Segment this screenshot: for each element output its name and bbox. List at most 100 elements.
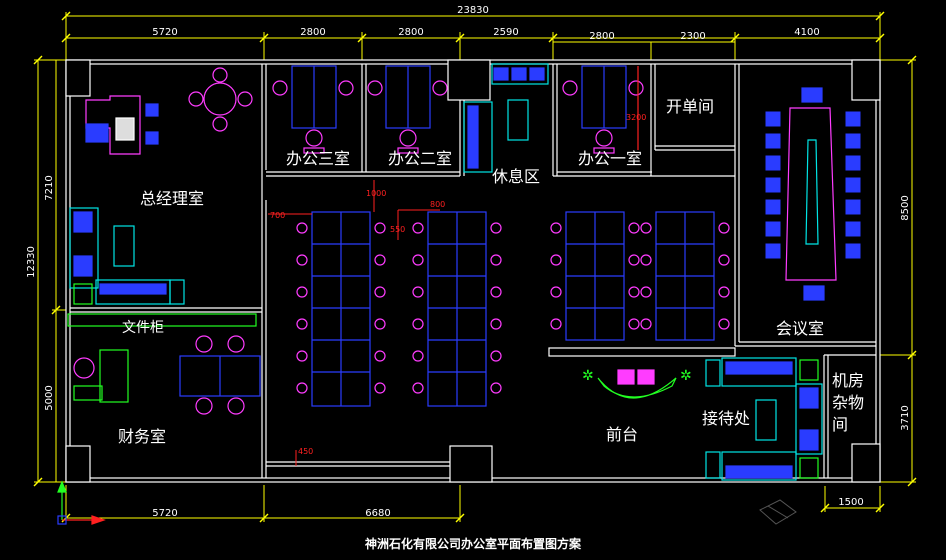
chair-icon [412,350,424,362]
label-office2: 办公二室 [388,149,452,168]
meeting-chair-icon [765,111,781,127]
dim-right-lower: 3710 [900,405,911,430]
meeting-chair-icon [765,199,781,215]
drawing-title: 神洲石化有限公司办公室平面布置图方案 [365,536,582,551]
label-file-cabinet: 文件柜 [122,320,164,336]
meeting-chair-icon [765,221,781,237]
chair-icon [412,286,424,298]
chair-icon [490,254,502,266]
dim-800: 800 [430,200,445,209]
front-desk-furniture: ✲ ✲ [582,368,692,399]
chair-icon [296,350,308,362]
chair-icon [296,318,308,330]
north-arrow-watermark [759,499,797,525]
meeting-chair-icon [765,133,781,149]
dim-left-total: 12330 [26,246,37,278]
dim-top-total: 23830 [457,5,489,16]
chair-icon [628,286,640,298]
chair-icon [718,286,730,298]
label-gm-office: 总经理室 [140,189,204,208]
chair-icon [296,382,308,394]
chair-icon [640,222,652,234]
workstation-chairs [296,222,730,394]
meeting-chair-icon [845,243,861,259]
dim-450: 450 [298,447,313,456]
dimension-lines [34,12,916,522]
dim-bottom-mid: 6680 [365,508,390,519]
red-dimension-labels: 3200 1000 700 800 550 450 [270,113,646,456]
label-finance: 财务室 [118,427,166,446]
chair-icon [374,222,386,234]
office3-furniture [272,65,354,154]
red-dimension-marks [268,180,440,466]
dim-top-seg-6: 2300 [680,31,705,42]
chair-icon [550,286,562,298]
dim-1000: 1000 [366,189,386,198]
dim-top-seg-5: 2800 [589,31,614,42]
structural-columns [65,59,881,483]
office1-furniture [562,65,644,154]
chair-icon [412,222,424,234]
label-machine-room: 机房 杂物 间 [832,371,869,434]
meeting-chair-icon [845,221,861,237]
dim-left-lower: 5000 [44,385,55,410]
chair-icon [374,350,386,362]
reception-furniture [705,357,823,481]
label-reception: 接待处 [702,409,750,428]
chair-icon [412,382,424,394]
meeting-chair-icon [845,111,861,127]
chair-icon [412,254,424,266]
dim-top-seg-3: 2800 [398,27,423,38]
dim-top-seg-2: 2800 [300,27,325,38]
chair-icon [640,286,652,298]
open-office-workstations [311,211,715,407]
chair-icon [490,286,502,298]
meeting-chair-icon [845,199,861,215]
ucs-axis-icon [57,480,106,525]
dim-700: 700 [270,211,285,220]
dim-3200: 3200 [626,113,646,122]
chair-icon [628,222,640,234]
dim-left-upper: 7210 [44,175,55,200]
chair-icon [296,254,308,266]
label-front-desk: 前台 [606,425,638,444]
chair-icon [490,382,502,394]
chair-icon [628,318,640,330]
svg-text:✲: ✲ [680,368,692,384]
meeting-chair-icon [765,177,781,193]
chair-icon [296,222,308,234]
dim-bottom-right: 1500 [838,497,863,508]
chair-icon [550,222,562,234]
chair-icon [374,254,386,266]
label-meeting-room: 会议室 [776,319,824,338]
meeting-chairs [765,111,861,259]
chair-icon [550,254,562,266]
chair-icon [374,318,386,330]
dim-550: 550 [390,225,405,234]
finance-furniture [73,335,261,415]
label-single-room: 开单间 [666,97,714,116]
chair-icon [718,222,730,234]
meeting-room-furniture [785,87,837,301]
dimension-ticks [33,11,917,523]
dim-top-seg-1: 5720 [152,27,177,38]
office2-furniture [367,65,448,154]
svg-text:✲: ✲ [582,368,594,384]
dim-bottom-left: 5720 [152,508,177,519]
chair-icon [718,254,730,266]
meeting-chair-icon [845,133,861,149]
lounge-furniture [463,63,549,173]
gm-office-furniture [67,67,257,327]
meeting-chair-icon [845,177,861,193]
dim-top-seg-7: 4100 [794,27,819,38]
meeting-chair-icon [845,155,861,171]
chair-icon [490,222,502,234]
chair-icon [490,350,502,362]
dim-top-seg-4: 2590 [493,27,518,38]
room-labels: 办公三室 办公二室 休息区 办公一室 开单间 总经理室 会议室 文件柜 财务室 … [118,97,869,446]
chair-icon [490,318,502,330]
chair-icon [640,318,652,330]
label-office1: 办公一室 [578,149,642,168]
